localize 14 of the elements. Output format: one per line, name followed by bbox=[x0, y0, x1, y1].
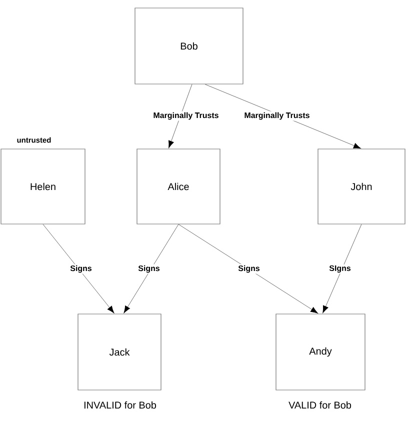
arrow bbox=[322, 224, 362, 313]
person-box: Alice bbox=[136, 148, 220, 224]
arrow bbox=[178, 224, 318, 314]
person-box: Andy bbox=[276, 314, 366, 390]
node-caption: INVALID for Bob bbox=[84, 401, 156, 409]
arrow bbox=[42, 224, 114, 314]
node-caption: VALID for Bob bbox=[288, 401, 352, 409]
arrow bbox=[168, 84, 192, 148]
person-box: Helen bbox=[0, 148, 86, 224]
arrow bbox=[204, 84, 361, 149]
person-box: Bob bbox=[134, 8, 244, 84]
person-box: Jack bbox=[78, 314, 162, 390]
person-box: John bbox=[318, 148, 406, 224]
arrow bbox=[124, 224, 179, 314]
